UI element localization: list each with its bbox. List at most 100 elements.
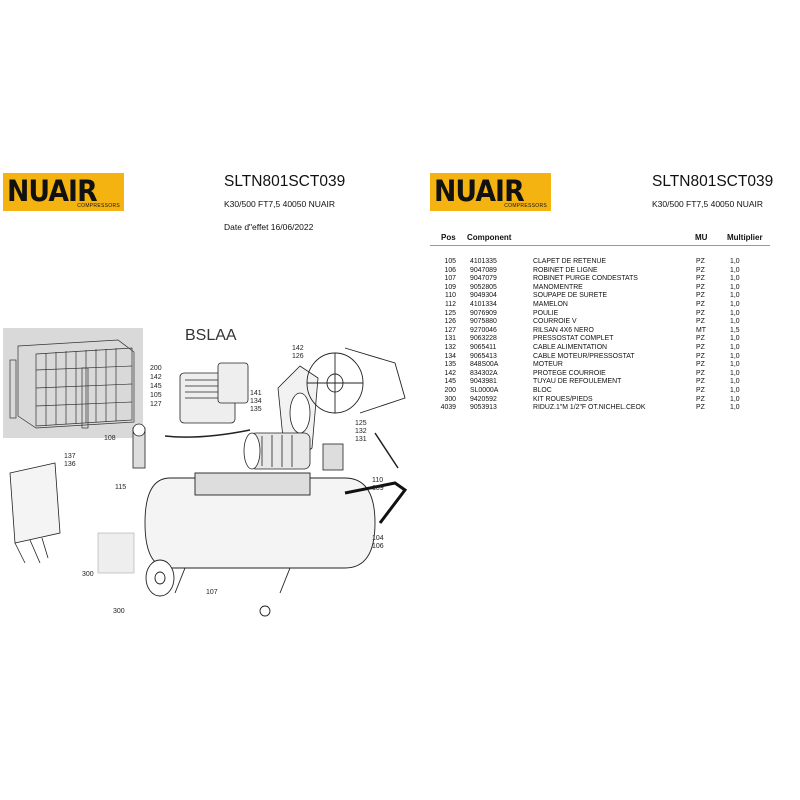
multiplier-cell: 1,0 [730,292,740,300]
code-cell: 9043981 [470,378,497,386]
description-cell: CABLE MOTEUR/PRESSOSTAT [533,352,635,360]
callout-label: 106 [372,543,384,550]
multiplier-cell: 1,0 [730,361,740,369]
multiplier-cell: 1,0 [730,369,740,377]
multiplier-cell: 1,0 [730,335,740,343]
mu-cell: PZ [696,300,705,308]
callout-label: 145 [150,383,162,390]
cable-drawing [374,432,399,469]
table-row: 125 9076909 POULIE PZ 1,0 [430,310,770,319]
pos-cell: 125 [444,309,457,317]
col-header-mu: MU [695,233,708,242]
callout-label: 142 [292,345,304,352]
pos-cell: 300 [444,395,457,403]
nuair-logo-right: NUAIR COMPRESSORS [430,173,551,211]
code-cell: 9063228 [470,335,497,343]
code-cell: 9049304 [470,292,497,300]
doc-code-right: SLTN801SCT039 [652,173,774,190]
pos-cell: 142 [444,369,457,377]
logo-wordmark: NUAIR [7,174,98,208]
code-cell: 9065413 [470,352,497,360]
logo-tagline: COMPRESSORS [77,203,120,209]
logo-wordmark: NUAIR [434,174,525,208]
mu-cell: PZ [696,309,705,317]
foot-kit-inset [97,532,135,574]
wheel-drawing [145,559,271,617]
callout-label: 110 [372,477,383,484]
callout-label: 125 [355,420,367,427]
description-cell: PRESSOSTAT COMPLET [533,335,614,343]
mu-cell: PZ [696,292,705,300]
pos-cell: 109 [444,283,457,291]
callout-label: 115 [115,484,126,491]
callout-label: 134 [250,398,262,405]
pos-cell: 112 [445,300,456,308]
mu-cell: PZ [696,386,705,394]
callout-label: 127 [150,401,162,408]
description-cell: ROBINET DE LIGNE [533,266,598,274]
motor-drawing [243,432,311,470]
callout-label: 131 [355,436,367,443]
code-cell: 9047079 [470,275,497,283]
pulley-drawing [306,347,406,414]
callout-label: 135 [250,406,262,413]
mu-cell: PZ [696,343,705,351]
description-cell: CLAPET DE RETENUE [533,258,607,265]
callout-label: 136 [64,461,76,468]
mu-cell: PZ [696,404,705,412]
pressure-switch-drawing [322,443,344,471]
pos-cell: 134 [444,352,457,360]
description-cell: RIDUZ.1"M 1/2"F OT.NICHEL.CEOK [533,404,646,412]
multiplier-cell: 1,0 [730,395,740,403]
mu-cell: MT [696,326,706,334]
doc-model-left: K30/500 FT7,5 40050 NUAIR [224,199,336,209]
discharge-pipe-drawing [164,429,251,438]
code-cell: 4101335 [470,258,497,265]
pos-cell: 135 [444,361,457,369]
description-cell: MANOMENTRE [533,283,583,291]
callout-labels: 200 142 145 105 127 141 134 135 142 126 … [64,345,384,615]
multiplier-cell: 1,0 [730,258,740,265]
pos-cell: 126 [444,318,457,326]
multiplier-cell: 1,0 [730,404,740,412]
code-cell: 4101334 [470,300,497,308]
pump-block-drawing [179,362,249,424]
description-cell: SOUPAPE DE SURETE [533,292,608,300]
multiplier-cell: 1,0 [730,309,740,317]
code-cell: 9076909 [470,309,497,317]
callout-label: 126 [292,353,304,360]
code-cell: 9420592 [470,395,497,403]
regulator-drawing [132,423,146,469]
description-cell: PROTEGE COURROIE [533,369,606,377]
description-cell: POULIE [533,309,559,317]
description-cell: MOTEUR [533,361,563,369]
nuair-logo-left: NUAIR COMPRESSORS [3,173,124,211]
col-header-pos: Pos [441,233,456,242]
callout-label: 300 [113,608,125,615]
code-cell: 9065411 [470,343,497,351]
pos-cell: 107 [444,275,457,283]
multiplier-cell: 1,0 [730,300,740,308]
code-cell: 848S00A [470,361,499,369]
description-cell: ROBINET PURGE CONDESTATS [533,275,638,283]
mu-cell: PZ [696,369,705,377]
mu-cell: PZ [696,361,705,369]
callout-label: 104 [372,535,384,542]
mu-cell: PZ [696,258,705,265]
header-divider [430,245,770,246]
col-header-multiplier: Multiplier [727,233,763,242]
diagram-title: BSLAA [185,327,237,344]
pos-cell: 132 [444,343,457,351]
callout-label: 105 [150,392,162,399]
electrical-box-drawing [9,462,61,564]
code-cell: SL0000A [470,386,499,394]
